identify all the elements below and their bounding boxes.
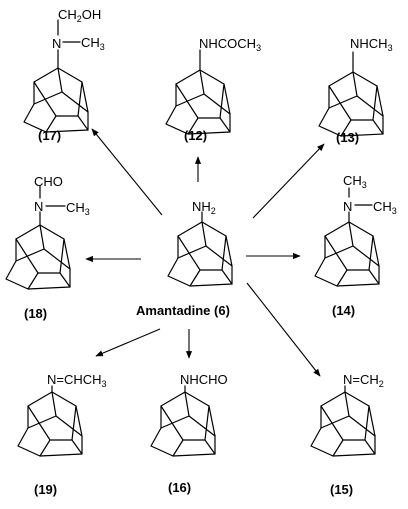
compound-16: NHCHO (16) [150, 372, 228, 495]
label-18: (18) [24, 306, 47, 321]
svg-text:N=CHCH3: N=CHCH3 [47, 372, 107, 389]
svg-text:CH3: CH3 [343, 173, 367, 190]
compound-18: N CH3 CHO (18) [5, 174, 90, 321]
label-19: (19) [34, 482, 57, 497]
svg-text:N=CH2: N=CH2 [343, 372, 384, 389]
svg-text:N: N [34, 199, 43, 214]
compound-19: N=CHCH3 (19) [17, 372, 107, 497]
arrow-to-19 [95, 328, 161, 357]
svg-text:CH2OH: CH2OH [58, 7, 101, 24]
svg-text:CHO: CHO [34, 174, 63, 189]
compound-13: NHCH3 (13) [318, 36, 393, 145]
svg-text:NH2: NH2 [192, 199, 216, 216]
arrow-to-13 [252, 143, 325, 219]
compound-12: NHCOCH3 (12) [165, 36, 261, 143]
label-16: (16) [168, 480, 191, 495]
arrow-to-17 [91, 128, 163, 216]
label-amantadine: Amantadine (6) [136, 303, 230, 318]
label-15: (15) [330, 482, 353, 497]
svg-text:N: N [52, 36, 61, 51]
svg-text:CH3: CH3 [81, 35, 105, 52]
svg-text:N: N [343, 199, 352, 214]
svg-text:NHCH3: NHCH3 [350, 36, 393, 53]
svg-text:NHCHO: NHCHO [180, 372, 228, 387]
compound-amantadine: NH2 Amantadine (6) [136, 199, 233, 318]
label-13: (13) [336, 130, 359, 145]
compound-15: N=CH2 (15) [310, 372, 384, 497]
arrow-to-15 [246, 282, 321, 377]
svg-text:CH3: CH3 [373, 199, 397, 216]
label-12: (12) [184, 128, 207, 143]
compound-17: N CH3 CH2OH (17) [23, 7, 105, 143]
compound-14: N CH3 CH3 (14) [314, 173, 397, 318]
label-17: (17) [38, 128, 61, 143]
svg-text:NHCOCH3: NHCOCH3 [199, 36, 261, 53]
svg-text:CH3: CH3 [66, 200, 90, 217]
label-14: (14) [332, 303, 355, 318]
